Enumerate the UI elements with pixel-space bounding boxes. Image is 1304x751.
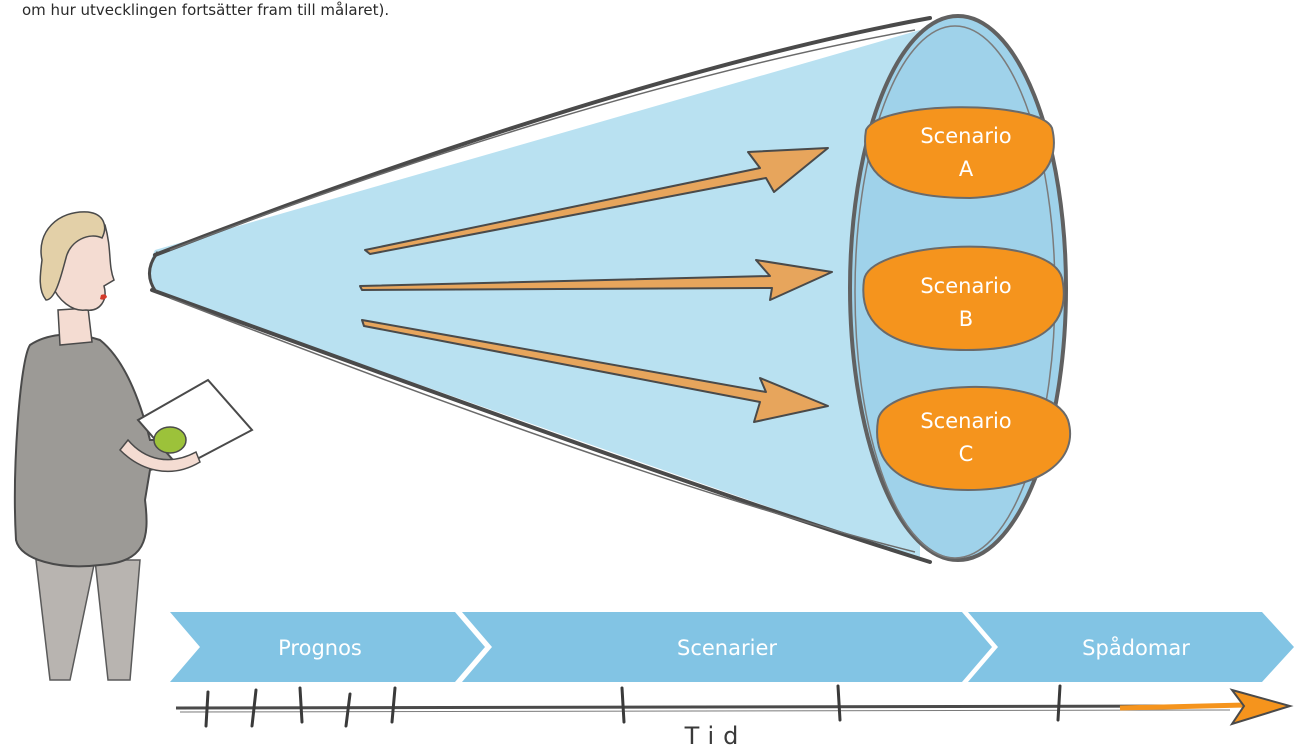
arrow-to-scenario-a bbox=[364, 147, 829, 255]
scenario-a-line2: A bbox=[959, 157, 974, 181]
scenario-b-line2: B bbox=[959, 307, 973, 331]
stage-spadomar-label: Spådomar bbox=[1082, 635, 1190, 660]
person-hand bbox=[153, 426, 187, 454]
scenario-b: Scenario B bbox=[862, 245, 1065, 352]
cone-body bbox=[150, 30, 920, 560]
person-arm bbox=[118, 438, 201, 473]
timeline-tick bbox=[836, 684, 842, 722]
scenario-b-line1: Scenario bbox=[920, 274, 1011, 298]
stage-scenarier bbox=[462, 612, 992, 682]
timeline-tick bbox=[298, 686, 304, 724]
arrow-to-scenario-c bbox=[361, 319, 829, 423]
timeline-arrow-icon: Tid bbox=[175, 684, 1294, 750]
scenario-a-blob bbox=[864, 106, 1055, 200]
timeline-tick bbox=[620, 686, 626, 724]
scenario-b-blob bbox=[862, 245, 1065, 352]
timeline-tick bbox=[204, 690, 210, 728]
person-reading-icon bbox=[13, 211, 254, 681]
timeline-tick bbox=[1056, 684, 1062, 722]
scenario-c-line2: C bbox=[959, 442, 974, 466]
timeline-ticks bbox=[204, 684, 1062, 728]
stage-scenarier-label: Scenarier bbox=[677, 636, 777, 660]
cone-top-edge-sketch bbox=[169, 29, 916, 251]
arrows bbox=[359, 147, 833, 423]
cone-bottom-edge-sketch bbox=[169, 297, 916, 553]
timeline-tick bbox=[390, 686, 397, 724]
arrow-to-scenario-b bbox=[359, 259, 833, 301]
person-neck bbox=[57, 307, 93, 346]
timeline-tick bbox=[344, 692, 352, 728]
time-label: Tid bbox=[684, 722, 748, 750]
person-lips bbox=[100, 294, 107, 300]
cone bbox=[148, 16, 932, 564]
scenario-c-line1: Scenario bbox=[920, 409, 1011, 433]
caption-text: om hur utvecklingen fortsätter fram till… bbox=[22, 1, 390, 19]
person-legs bbox=[35, 559, 141, 681]
cone-mouthpiece bbox=[148, 251, 160, 293]
timeline-tick bbox=[250, 688, 258, 728]
stage-bar: Prognos Scenarier Spådomar bbox=[170, 612, 1294, 682]
timeline-orange-segment bbox=[1119, 702, 1246, 711]
scenario-a-line1: Scenario bbox=[920, 124, 1011, 148]
scenario-c: Scenario C bbox=[876, 385, 1071, 492]
person-body bbox=[13, 333, 202, 568]
stage-prognos-label: Prognos bbox=[278, 636, 362, 660]
stage-spadomar bbox=[968, 612, 1294, 682]
timeline-line bbox=[175, 704, 1241, 710]
stage-prognos bbox=[170, 612, 485, 682]
scenario-a: Scenario A bbox=[864, 106, 1055, 200]
cone-top-edge bbox=[153, 16, 932, 257]
scenario-c-blob bbox=[876, 385, 1071, 492]
timeline-arrowhead bbox=[1229, 688, 1294, 726]
timeline-line-sketch bbox=[179, 709, 1231, 713]
person-hair bbox=[39, 211, 106, 301]
